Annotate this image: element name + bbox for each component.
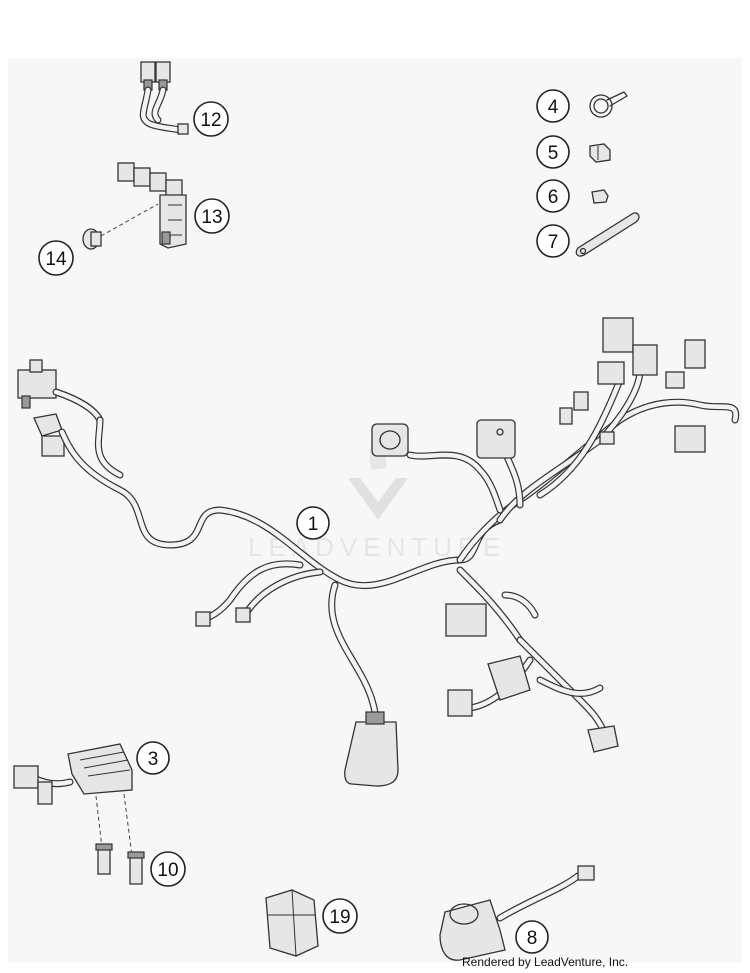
callout-3-label: 3 [148, 749, 159, 770]
callout-13-label: 13 [201, 207, 222, 228]
part-6-clip [591, 189, 609, 204]
callout-4[interactable]: 4 [536, 89, 570, 123]
callout-4-label: 4 [548, 97, 559, 118]
part-5-clip [589, 143, 611, 163]
callout-12-label: 12 [200, 110, 221, 131]
part-12-cable [139, 61, 189, 135]
callout-12[interactable]: 12 [193, 101, 229, 137]
part-13-fuse-box [117, 162, 187, 249]
callout-6-label: 6 [548, 187, 559, 208]
callout-6[interactable]: 6 [536, 179, 570, 213]
part-10-bolts [95, 843, 145, 885]
callout-1[interactable]: 1 [296, 506, 330, 540]
part-14-plug [82, 203, 159, 250]
part-19-cover [265, 889, 319, 957]
callout-5-label: 5 [548, 143, 559, 164]
callout-5[interactable]: 5 [536, 135, 570, 169]
callout-14-label: 14 [45, 249, 67, 270]
render-credit: Rendered by LeadVenture, Inc. [462, 955, 629, 969]
callout-13[interactable]: 13 [194, 198, 230, 234]
callout-10-label: 10 [157, 860, 178, 881]
callout-3[interactable]: 3 [136, 741, 170, 775]
callout-10[interactable]: 10 [150, 851, 186, 887]
part-8-relay [439, 865, 595, 961]
callout-14[interactable]: 14 [38, 240, 74, 276]
callout-8[interactable]: 8 [515, 920, 549, 954]
callout-7-label: 7 [548, 232, 559, 253]
callout-1-label: 1 [308, 514, 319, 535]
part-4-cable-tie [589, 91, 628, 118]
callout-8-label: 8 [527, 928, 538, 949]
callout-7[interactable]: 7 [536, 224, 570, 258]
callout-19-label: 19 [329, 907, 350, 928]
part-3-regulator [13, 743, 133, 857]
part-1-main-harness [17, 317, 740, 787]
callout-19[interactable]: 19 [322, 898, 358, 934]
part-7-strap [575, 212, 640, 257]
